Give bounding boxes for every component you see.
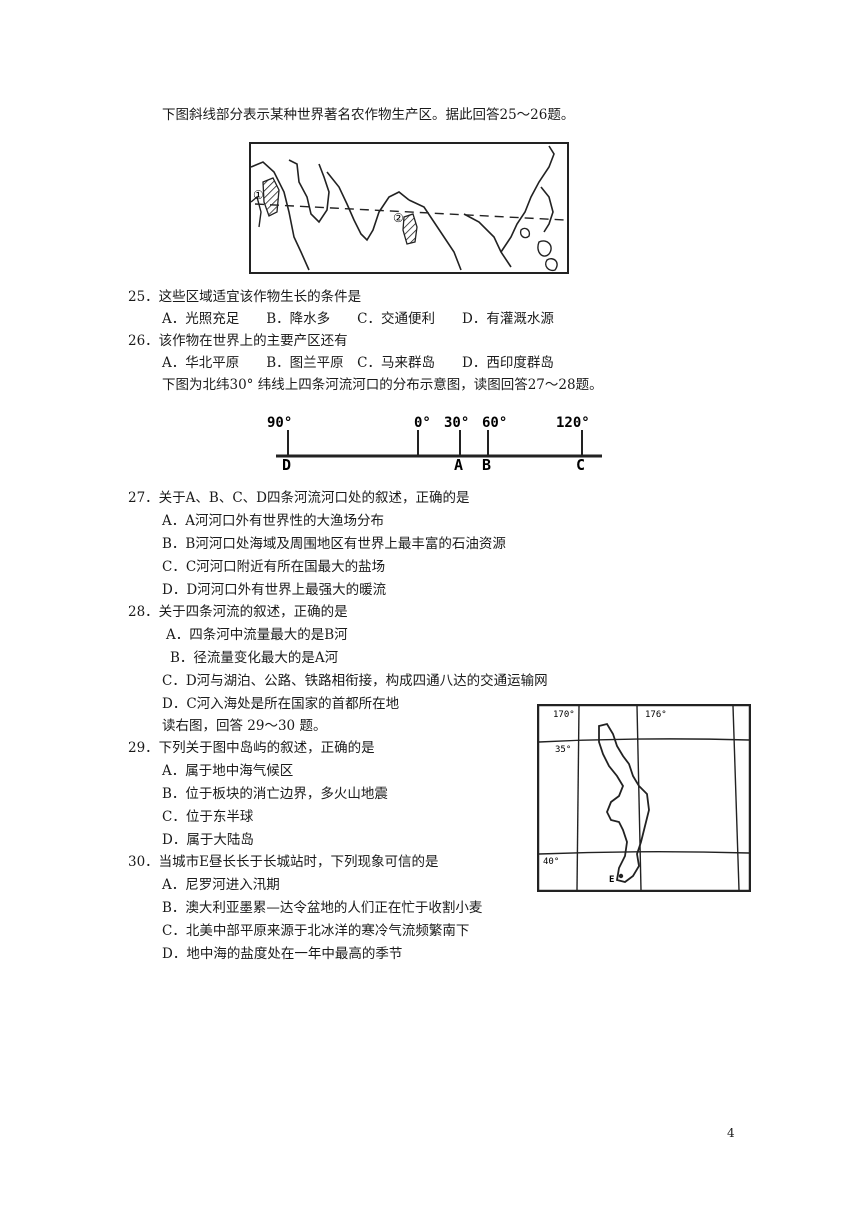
q28-option-c: C．D河与湖泊、公路、铁路相衔接，构成四通八达的交通运输网	[162, 673, 548, 689]
q29-option-b: B．位于板块的消亡边界，多火山地震	[162, 786, 388, 802]
q29-stem: 29．下列关于图中岛屿的叙述，正确的是	[128, 740, 375, 756]
tick-60: 60°	[482, 415, 507, 431]
q26-options: A．华北平原 B．图兰平原 C．马来群岛 D．西印度群岛	[162, 355, 554, 371]
q27-28-intro: 下图为北纬30° 纬线上四条河流河口的分布示意图，读图回答27～28题。	[162, 377, 603, 393]
q30-option-a: A．尼罗河进入汛期	[162, 877, 280, 893]
marker-2: ②	[393, 211, 404, 225]
q27-option-d: D．D河河口外有世界上最强大的暖流	[162, 582, 387, 598]
q28-option-a: A．四条河中流量最大的是B河	[166, 627, 348, 643]
q28-stem: 28．关于四条河流的叙述，正确的是	[128, 604, 348, 620]
point-c: C	[576, 456, 585, 472]
q26-stem: 26．该作物在世界上的主要产区还有	[128, 333, 348, 349]
city-e-label: E	[609, 875, 614, 885]
marker-1: ①	[253, 188, 264, 202]
lat-35: 35°	[555, 745, 571, 755]
tick-90: 90°	[267, 415, 292, 431]
q29-option-c: C．位于东半球	[162, 809, 254, 825]
page-number: 4	[727, 1126, 735, 1140]
q27-option-a: A．A河河口外有世界性的大渔场分布	[162, 513, 384, 529]
lat-40: 40°	[543, 857, 559, 867]
q29-option-d: D．属于大陆岛	[162, 832, 254, 848]
lon-170: 170°	[553, 710, 575, 720]
q27-option-b: B．B河河口处海域及周围地区有世界上最丰富的石油资源	[162, 536, 506, 552]
point-a: A	[454, 456, 463, 472]
tick-120: 120°	[556, 415, 590, 431]
q27-stem: 27．关于A、B、C、D四条河流河口处的叙述，正确的是	[128, 490, 470, 506]
tick-0: 0°	[414, 415, 431, 431]
q30-option-b: B．澳大利亚墨累—达令盆地的人们正在忙于收割小麦	[162, 900, 483, 916]
q28-option-d: D．C河入海处是所在国家的首都所在地	[162, 696, 400, 712]
point-d: D	[282, 456, 291, 472]
q30-stem: 30．当城市E昼长长于长城站时，下列现象可信的是	[128, 854, 439, 870]
q29-30-intro: 读右图，回答 29～30 题。	[162, 718, 327, 734]
crop-region-map: ① ②	[249, 142, 569, 274]
q25-26-intro: 下图斜线部分表示某种世界著名农作物生产区。据此回答25～26题。	[162, 107, 575, 123]
q25-stem: 25．这些区域适宜该作物生长的条件是	[128, 289, 362, 305]
q30-option-c: C．北美中部平原来源于北冰洋的寒冷气流频繁南下	[162, 923, 470, 939]
latitude-30-axis: 90° 0° 30° 60° 120° D A B C	[267, 415, 602, 472]
q30-option-d: D．地中海的盐度处在一年中最高的季节	[162, 946, 403, 962]
q29-option-a: A．属于地中海气候区	[162, 763, 294, 779]
island-map: 170° 176° 35° 40° E	[537, 704, 751, 892]
point-b: B	[482, 456, 491, 472]
q27-option-c: C．C河河口附近有所在国最大的盐场	[162, 559, 386, 575]
q25-options: A．光照充足 B．降水多 C．交通便利 D．有灌溉水源	[162, 311, 554, 327]
q28-option-b: B．径流量变化最大的是A河	[170, 650, 339, 666]
tick-30: 30°	[444, 415, 469, 431]
lon-176: 176°	[645, 710, 667, 720]
